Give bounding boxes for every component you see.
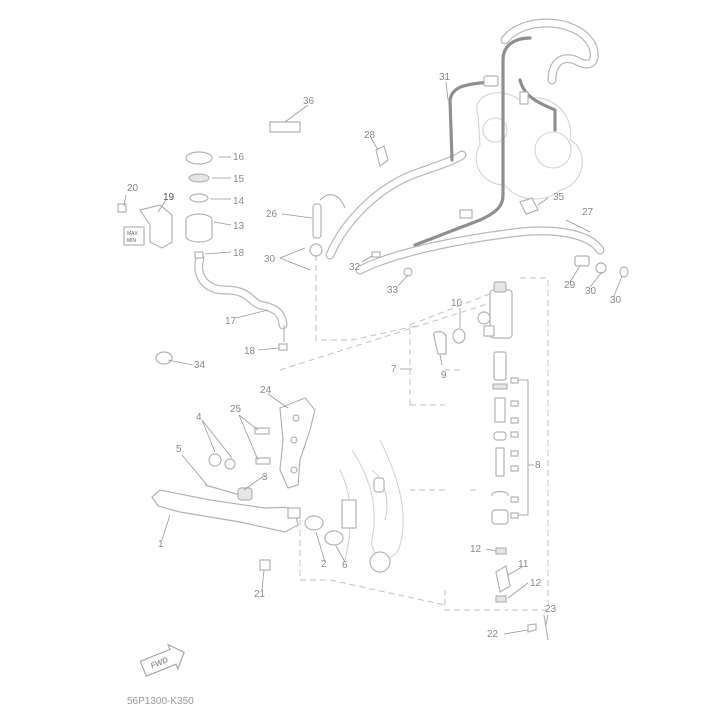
callout-22: 22 — [487, 629, 499, 640]
parts-kit-markers — [510, 377, 534, 519]
callout-20: 20 — [127, 183, 139, 194]
callout-1: 1 — [158, 539, 164, 550]
oring-and-joint — [433, 328, 466, 366]
callout-35: 35 — [553, 192, 565, 203]
callout-labels: 1 2 3 4 5 6 7 8 9 10 11 12 12 13 14 15 1… — [127, 72, 622, 640]
brake-pipe-31 — [413, 36, 557, 247]
hose-27 — [355, 226, 605, 275]
piston-kit — [491, 351, 511, 603]
brake-pedal-1 — [151, 489, 301, 533]
callout-36: 36 — [303, 96, 315, 107]
return-springs-4 — [204, 427, 271, 501]
reservoir-min-label: MIN — [127, 238, 137, 244]
reservoir-bracket-19: MAX MIN — [117, 203, 173, 249]
callout-30-left: 30 — [264, 254, 276, 265]
callout-16: 16 — [233, 152, 245, 163]
callout-21: 21 — [254, 589, 266, 600]
hose-upper-loop — [500, 18, 599, 85]
callout-26: 26 — [266, 209, 278, 220]
callout-31: 31 — [439, 72, 451, 83]
pedal-bracket-24 — [279, 397, 316, 489]
callout-14: 14 — [233, 196, 245, 207]
callout-2: 2 — [321, 559, 327, 570]
reservoir-max-label: MAX — [127, 231, 139, 237]
callout-29: 29 — [564, 280, 576, 291]
callout-7: 7 — [391, 364, 397, 375]
small-fittings — [155, 121, 629, 365]
hose-17-reservoir — [194, 253, 288, 330]
callout-32: 32 — [349, 262, 361, 273]
callout-24: 24 — [260, 385, 272, 396]
callout-18-upper: 18 — [233, 248, 245, 259]
callout-10: 10 — [451, 298, 463, 309]
callout-30-right: 30 — [610, 295, 622, 306]
reservoir-cap-stack — [185, 151, 213, 259]
master-cylinder — [477, 281, 513, 339]
diagram-code: 56P1300-K350 — [127, 696, 194, 707]
callout-6: 6 — [342, 560, 348, 571]
callout-leaders — [123, 81, 623, 635]
callout-5: 5 — [176, 444, 182, 455]
pivot-collar — [259, 477, 549, 641]
callout-33: 33 — [387, 285, 399, 296]
callout-34: 34 — [194, 360, 206, 371]
callout-28: 28 — [364, 130, 376, 141]
callout-15: 15 — [233, 174, 245, 185]
callout-11: 11 — [518, 559, 529, 570]
callout-19: 19 — [163, 192, 175, 203]
callout-23: 23 — [545, 604, 557, 615]
callout-17: 17 — [225, 316, 237, 327]
callout-9: 9 — [441, 370, 447, 381]
callout-18-lower: 18 — [244, 346, 256, 357]
callout-8: 8 — [535, 460, 541, 471]
callout-25: 25 — [230, 404, 242, 415]
callout-30-mid: 30 — [585, 286, 597, 297]
callout-4: 4 — [196, 412, 202, 423]
callout-12-upper: 12 — [470, 544, 482, 555]
fwd-arrow-icon: FWD — [139, 643, 185, 677]
callout-12-lower: 12 — [530, 578, 542, 589]
assembly-guide-lines — [279, 255, 549, 611]
callout-3: 3 — [262, 472, 268, 483]
callout-27: 27 — [582, 207, 594, 218]
callout-13: 13 — [233, 221, 245, 232]
